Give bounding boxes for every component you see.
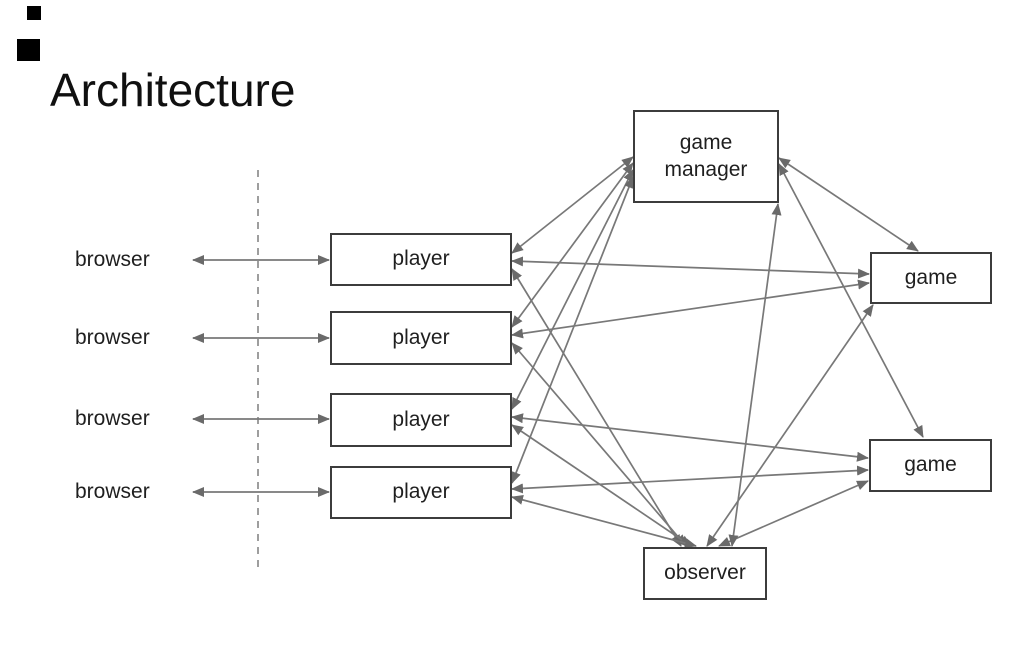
edge-player-4-to-observer bbox=[511, 494, 697, 549]
slide-title: Architecture bbox=[50, 64, 296, 116]
artifact-square-2 bbox=[17, 39, 40, 61]
edge-observer-to-game-manager bbox=[728, 203, 782, 547]
edge-observer-to-game-2 bbox=[718, 480, 869, 547]
edge-player-1-to-game-1 bbox=[511, 256, 870, 279]
edge-player-3-to-game-2 bbox=[511, 413, 869, 462]
artifact-square-1 bbox=[27, 6, 41, 20]
edges-group bbox=[192, 156, 924, 568]
edge-player-4-to-game-2 bbox=[511, 465, 869, 494]
edge-player-2-to-game-1 bbox=[511, 279, 870, 339]
edge-player-2-to-game-manager bbox=[511, 162, 634, 328]
edge-game-manager-to-game-2 bbox=[778, 163, 924, 438]
edge-observer-to-game-1 bbox=[706, 304, 874, 547]
edge-player-3-to-observer bbox=[511, 424, 692, 547]
edge-player-2-to-observer bbox=[511, 342, 687, 547]
